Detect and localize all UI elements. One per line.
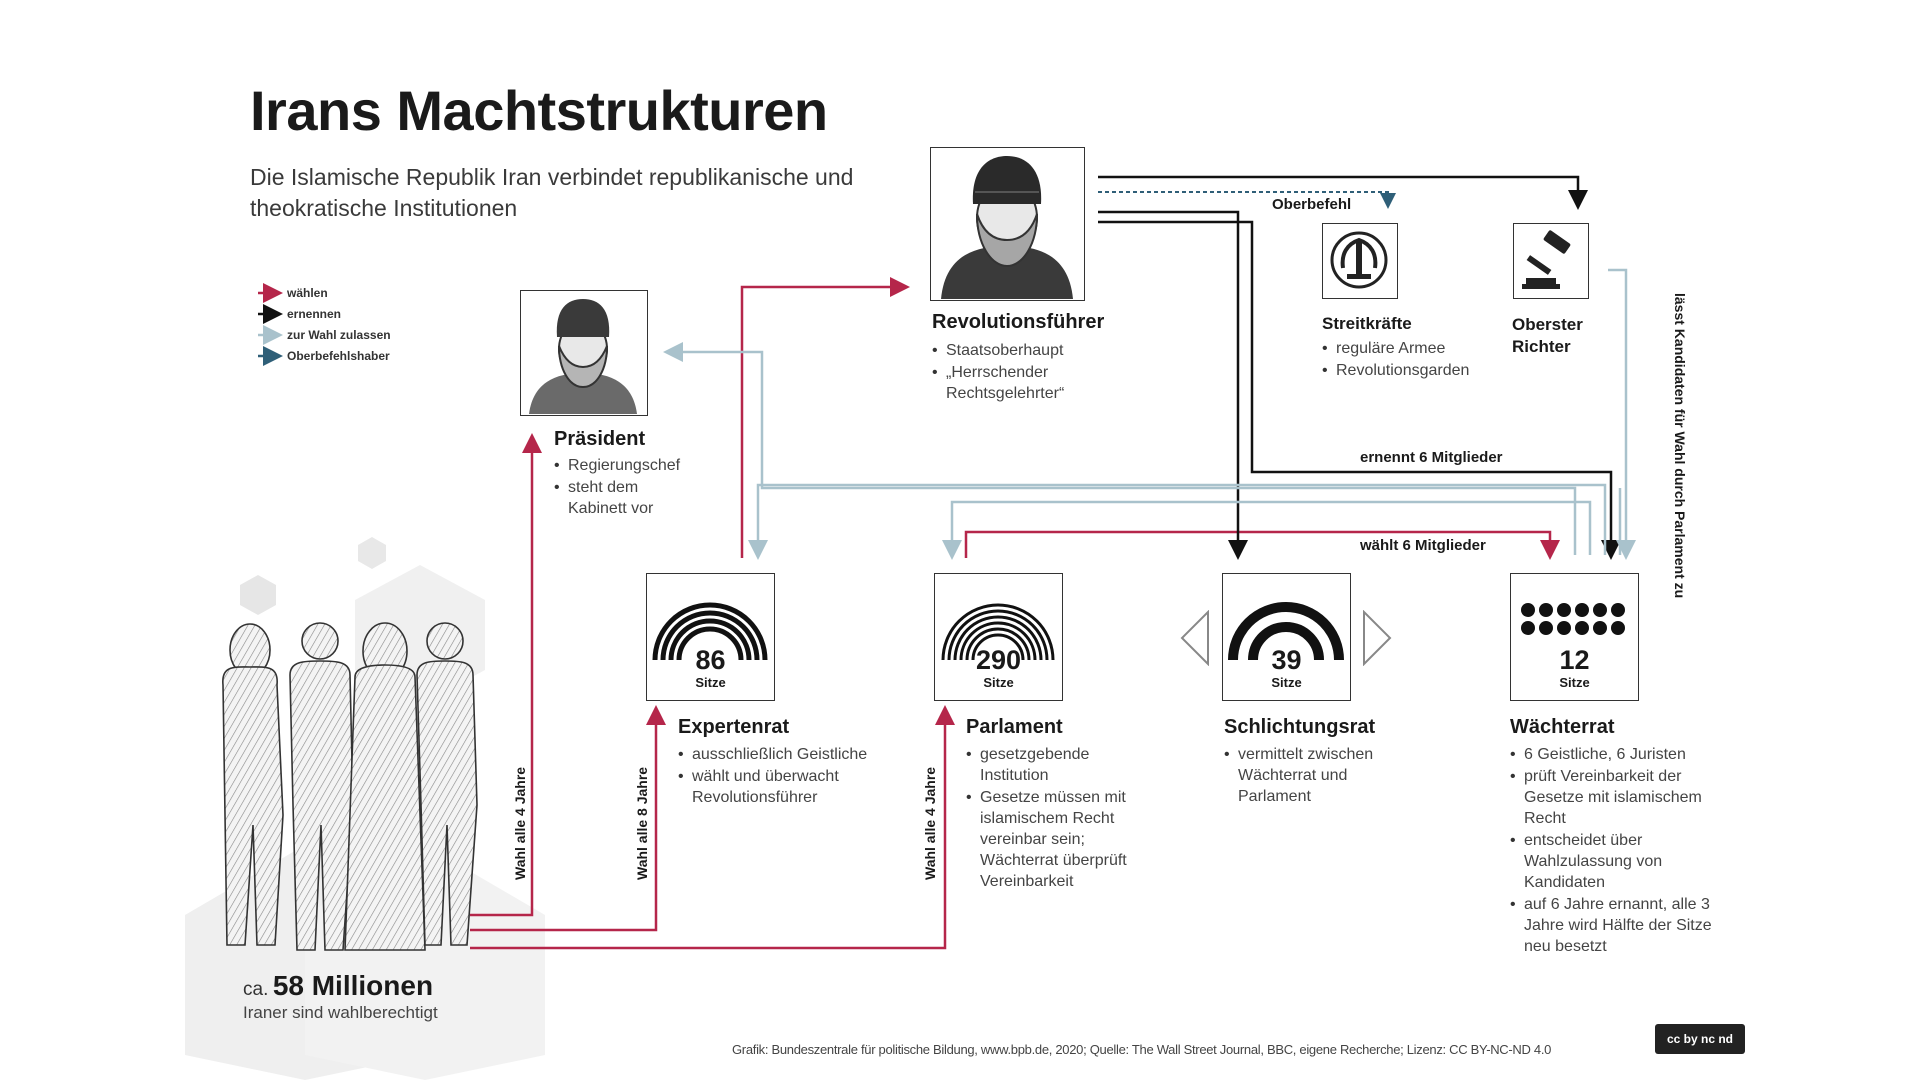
parliament-bullets: gesetzgebende Institution Gesetze müssen… bbox=[966, 744, 1151, 893]
guardian-bullet: 6 Geistliche, 6 Juristen bbox=[1510, 744, 1735, 765]
guardian-bullet: auf 6 Jahre ernannt, alle 3 Jahre wird H… bbox=[1510, 894, 1735, 957]
armed-forces-name: Streitkräfte bbox=[1322, 314, 1412, 333]
experts-seat-number: 86 bbox=[695, 645, 726, 675]
expediency-seat-number: 39 bbox=[1271, 645, 1302, 675]
president-name: Präsident bbox=[554, 428, 646, 450]
arrow-command-forces bbox=[1098, 191, 1396, 209]
arrow-vote-president bbox=[470, 433, 542, 917]
expediency-bullets: vermittelt zwischen Wächterrat und Parla… bbox=[1224, 744, 1399, 808]
parliament-seat-label: Sitze bbox=[983, 675, 1014, 690]
label-vote-president: Wahl alle 4 Jahre bbox=[512, 766, 528, 880]
cc-license-badge[interactable]: cc by nc nd bbox=[1655, 1024, 1745, 1054]
voters-number: 58 Millionen bbox=[272, 970, 434, 1001]
military-emblem-icon bbox=[1330, 231, 1388, 289]
voters-illustration bbox=[222, 622, 478, 951]
experts-bullet: ausschließlich Geistliche bbox=[678, 744, 878, 765]
label-elects-six: wählt 6 Mitglieder bbox=[1360, 537, 1486, 554]
guardian-seat-label: Sitze bbox=[1559, 675, 1590, 690]
expediency-seat-label: Sitze bbox=[1271, 675, 1302, 690]
legend-vote: wählen bbox=[287, 286, 328, 300]
expediency-name: Schlichtungsrat bbox=[1224, 716, 1376, 738]
arrow-judge-admits bbox=[1608, 268, 1636, 560]
president-bullet: steht dem Kabinett vor bbox=[554, 477, 694, 519]
page-title: Irans Machtstrukturen bbox=[250, 79, 828, 142]
armed-forces-bullet: reguläre Armee bbox=[1322, 338, 1502, 359]
armed-forces-emblem bbox=[1322, 223, 1398, 299]
triangle-right-icon bbox=[1363, 610, 1392, 666]
parliament-bullet: Gesetze müssen mit islamischem Recht ver… bbox=[966, 787, 1151, 892]
arrow-leader-expediency bbox=[1098, 210, 1248, 560]
hexagon-shape bbox=[240, 575, 276, 615]
gavel-icon bbox=[1522, 230, 1571, 289]
arrow-experts-elect-leader bbox=[740, 277, 910, 558]
arrow-vote-experts bbox=[470, 705, 666, 932]
experts-seat-label: Sitze bbox=[695, 675, 726, 690]
label-oberbefehl: Oberbefehl bbox=[1272, 196, 1352, 213]
arrow-admit-president bbox=[663, 342, 1577, 555]
experts-bullets: ausschließlich Geistliche wählt und über… bbox=[678, 744, 878, 809]
expediency-seat-box: 39 Sitze bbox=[1222, 573, 1351, 701]
arrow-parliament-elects-guardian bbox=[964, 530, 1560, 560]
person-woman-icon bbox=[222, 623, 284, 946]
guardian-name: Wächterrat bbox=[1510, 716, 1615, 738]
leader-portrait bbox=[930, 147, 1085, 301]
president-icon bbox=[529, 299, 637, 414]
label-appoints-six: ernennt 6 Mitglieder bbox=[1360, 449, 1503, 466]
parliament-name: Parlament bbox=[966, 716, 1063, 738]
legend-appoint: ernennen bbox=[287, 307, 342, 321]
cleric-icon bbox=[941, 156, 1073, 299]
experts-name: Expertenrat bbox=[678, 716, 790, 738]
label-admits-candidates: lässt Kandidaten für Wahl durch Parlamen… bbox=[1672, 293, 1688, 599]
guardian-bullet: prüft Vereinbarkeit der Gesetze mit isla… bbox=[1510, 766, 1735, 829]
armed-forces-bullet: Revolutionsgarden bbox=[1322, 360, 1502, 381]
legend-command: Oberbefehlshaber bbox=[287, 349, 390, 363]
leader-bullet: Staatsoberhaupt bbox=[932, 340, 1102, 361]
person-man-icon bbox=[416, 622, 478, 946]
president-portrait bbox=[520, 290, 648, 416]
person-man-icon bbox=[289, 622, 354, 951]
guardian-bullets: 6 Geistliche, 6 Juristen prüft Vereinbar… bbox=[1510, 744, 1735, 958]
hexagon-shape bbox=[358, 537, 386, 569]
legend-admit: zur Wahl zulassen bbox=[287, 328, 391, 342]
voters-prefix: ca. bbox=[243, 979, 269, 1000]
arrow-leader-guardian bbox=[1098, 220, 1621, 560]
seat-arc-icon bbox=[652, 602, 768, 661]
label-vote-parliament: Wahl alle 4 Jahre bbox=[922, 766, 938, 880]
triangle-left-icon bbox=[1180, 610, 1209, 666]
seat-arc-icon bbox=[941, 603, 1055, 661]
arrow-vote-parliament bbox=[470, 705, 955, 950]
page-subtitle: Die Islamische Republik Iran verbindet r… bbox=[250, 164, 854, 221]
experts-seat-box: 86 Sitze bbox=[646, 573, 775, 701]
president-bullets: Regierungschef steht dem Kabinett vor bbox=[554, 455, 694, 520]
person-woman-chador-icon bbox=[344, 622, 426, 951]
leader-name: Revolutionsführer bbox=[932, 311, 1105, 333]
arrow-admit-experts bbox=[748, 483, 1607, 560]
arrow-admit-parliament bbox=[942, 500, 1592, 560]
judge-emblem bbox=[1513, 223, 1589, 299]
experts-bullet: wählt und überwacht Revolutionsführer bbox=[678, 766, 878, 808]
parliament-bullet: gesetzgebende Institution bbox=[966, 744, 1151, 786]
guardian-seat-box: 12 Sitze bbox=[1510, 573, 1639, 701]
voters-count: ca. 58 Millionen bbox=[243, 970, 433, 1002]
seat-arc-icon bbox=[1228, 602, 1344, 661]
leader-bullet: „Herrschender Rechtsgelehrter“ bbox=[932, 362, 1102, 404]
label-vote-experts: Wahl alle 8 Jahre bbox=[634, 766, 650, 880]
armed-forces-bullets: reguläre Armee Revolutionsgarden bbox=[1322, 338, 1502, 382]
guardian-seat-number: 12 bbox=[1559, 645, 1590, 675]
judge-name: Oberster Richter bbox=[1512, 315, 1583, 356]
parliament-seat-box: 290 Sitze bbox=[934, 573, 1063, 701]
source-credit: Grafik: Bundeszentrale für politische Bi… bbox=[732, 1042, 1552, 1057]
president-bullet: Regierungschef bbox=[554, 455, 694, 476]
expediency-bullet: vermittelt zwischen Wächterrat und Parla… bbox=[1224, 744, 1399, 807]
parliament-seat-number: 290 bbox=[975, 645, 1022, 675]
arrow-leader-judge bbox=[1098, 175, 1588, 210]
guardian-bullet: entscheidet über Wahlzulassung von Kandi… bbox=[1510, 830, 1735, 893]
voters-description: Iraner sind wahlberechtigt bbox=[243, 1003, 438, 1022]
seat-dots-icon bbox=[1521, 603, 1625, 635]
leader-bullets: Staatsoberhaupt „Herrschender Rechtsgele… bbox=[932, 340, 1102, 405]
